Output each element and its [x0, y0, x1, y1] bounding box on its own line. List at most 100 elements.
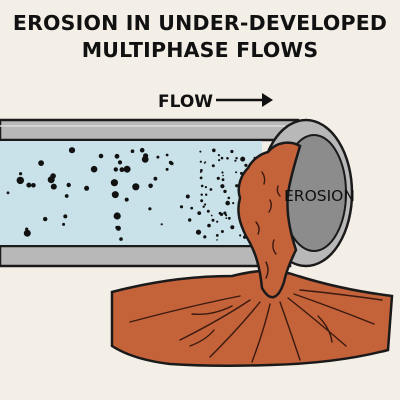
particle: [31, 183, 36, 188]
particle: [19, 172, 23, 176]
particle: [199, 176, 203, 180]
particle: [225, 217, 228, 220]
particle: [110, 179, 118, 187]
eroded-pile: [110, 269, 394, 367]
particle: [223, 189, 227, 194]
diagram-title: EROSION IN UNDER-DEVELOPED MULTIPHASE FL…: [0, 10, 400, 64]
particle: [218, 159, 221, 162]
particle: [221, 178, 225, 182]
particle: [148, 183, 153, 189]
particle: [199, 150, 202, 153]
particle: [188, 218, 192, 222]
particle: [240, 156, 246, 162]
particle: [203, 235, 207, 239]
pipe: [0, 118, 354, 268]
pipe-top-wall: [0, 118, 300, 142]
particle: [205, 193, 208, 196]
particle: [195, 229, 202, 235]
particle: [199, 160, 202, 163]
particle: [43, 216, 48, 222]
particle: [217, 154, 220, 157]
particle: [230, 225, 235, 230]
particle: [221, 171, 224, 174]
pipe-bottom-wall: [0, 244, 292, 268]
particle: [235, 184, 239, 188]
particle: [244, 163, 248, 167]
particle: [210, 214, 213, 217]
particle: [190, 206, 194, 210]
particle: [66, 182, 71, 188]
particle: [84, 185, 90, 191]
particle: [153, 176, 158, 181]
particle: [148, 207, 152, 211]
particle: [216, 239, 218, 241]
particle: [68, 147, 76, 154]
particle: [209, 188, 213, 191]
particle: [216, 220, 219, 223]
erosion-stream: [237, 141, 302, 299]
particle: [113, 167, 119, 172]
particle: [225, 200, 230, 206]
particle: [204, 186, 207, 189]
particle: [226, 157, 229, 160]
particle: [62, 222, 66, 226]
particle: [211, 164, 215, 168]
particle: [223, 211, 227, 215]
particle: [119, 167, 125, 173]
particle: [130, 149, 135, 153]
title-line-1: EROSION IN UNDER-DEVELOPED: [12, 11, 388, 35]
flow-label: FLOW: [158, 92, 213, 112]
particle: [63, 214, 68, 219]
particle: [160, 223, 163, 226]
particle: [202, 205, 205, 208]
particle: [212, 148, 216, 153]
title-line-2: MULTIPHASE FLOWS: [81, 38, 319, 62]
particle: [200, 199, 204, 203]
erosion-label: EROSION: [284, 187, 355, 205]
particle: [235, 171, 238, 174]
particle: [218, 211, 222, 215]
particle: [26, 182, 32, 188]
particle: [204, 161, 207, 163]
particle: [156, 155, 160, 159]
particle: [200, 184, 204, 188]
particle: [211, 218, 215, 222]
particle: [114, 153, 120, 159]
particle: [185, 194, 190, 199]
fluid-region: [0, 141, 262, 245]
particle: [47, 176, 55, 184]
particle: [170, 161, 174, 166]
particle: [124, 197, 129, 202]
particle: [25, 227, 29, 231]
particle: [220, 230, 224, 233]
particle: [227, 196, 231, 200]
particle: [64, 194, 69, 198]
particle: [220, 184, 225, 189]
particle: [215, 234, 219, 237]
particle: [6, 191, 10, 195]
particle: [119, 237, 123, 241]
particle: [230, 149, 234, 154]
particle: [113, 212, 121, 220]
particle: [222, 174, 224, 177]
particle: [165, 153, 169, 157]
particle: [232, 202, 235, 205]
particle: [200, 169, 203, 172]
particle: [90, 165, 98, 173]
particle: [139, 147, 145, 153]
particle: [234, 159, 237, 162]
particle: [179, 205, 184, 209]
particle: [206, 209, 210, 213]
particle: [235, 157, 238, 160]
particle: [225, 214, 228, 217]
particle: [197, 211, 202, 216]
particle: [123, 165, 131, 173]
erosion-texture: [129, 171, 383, 363]
particle: [132, 183, 140, 191]
particles: [6, 147, 259, 242]
particle: [16, 176, 24, 185]
particle: [50, 183, 57, 190]
particle: [207, 223, 211, 228]
particle: [165, 167, 169, 171]
